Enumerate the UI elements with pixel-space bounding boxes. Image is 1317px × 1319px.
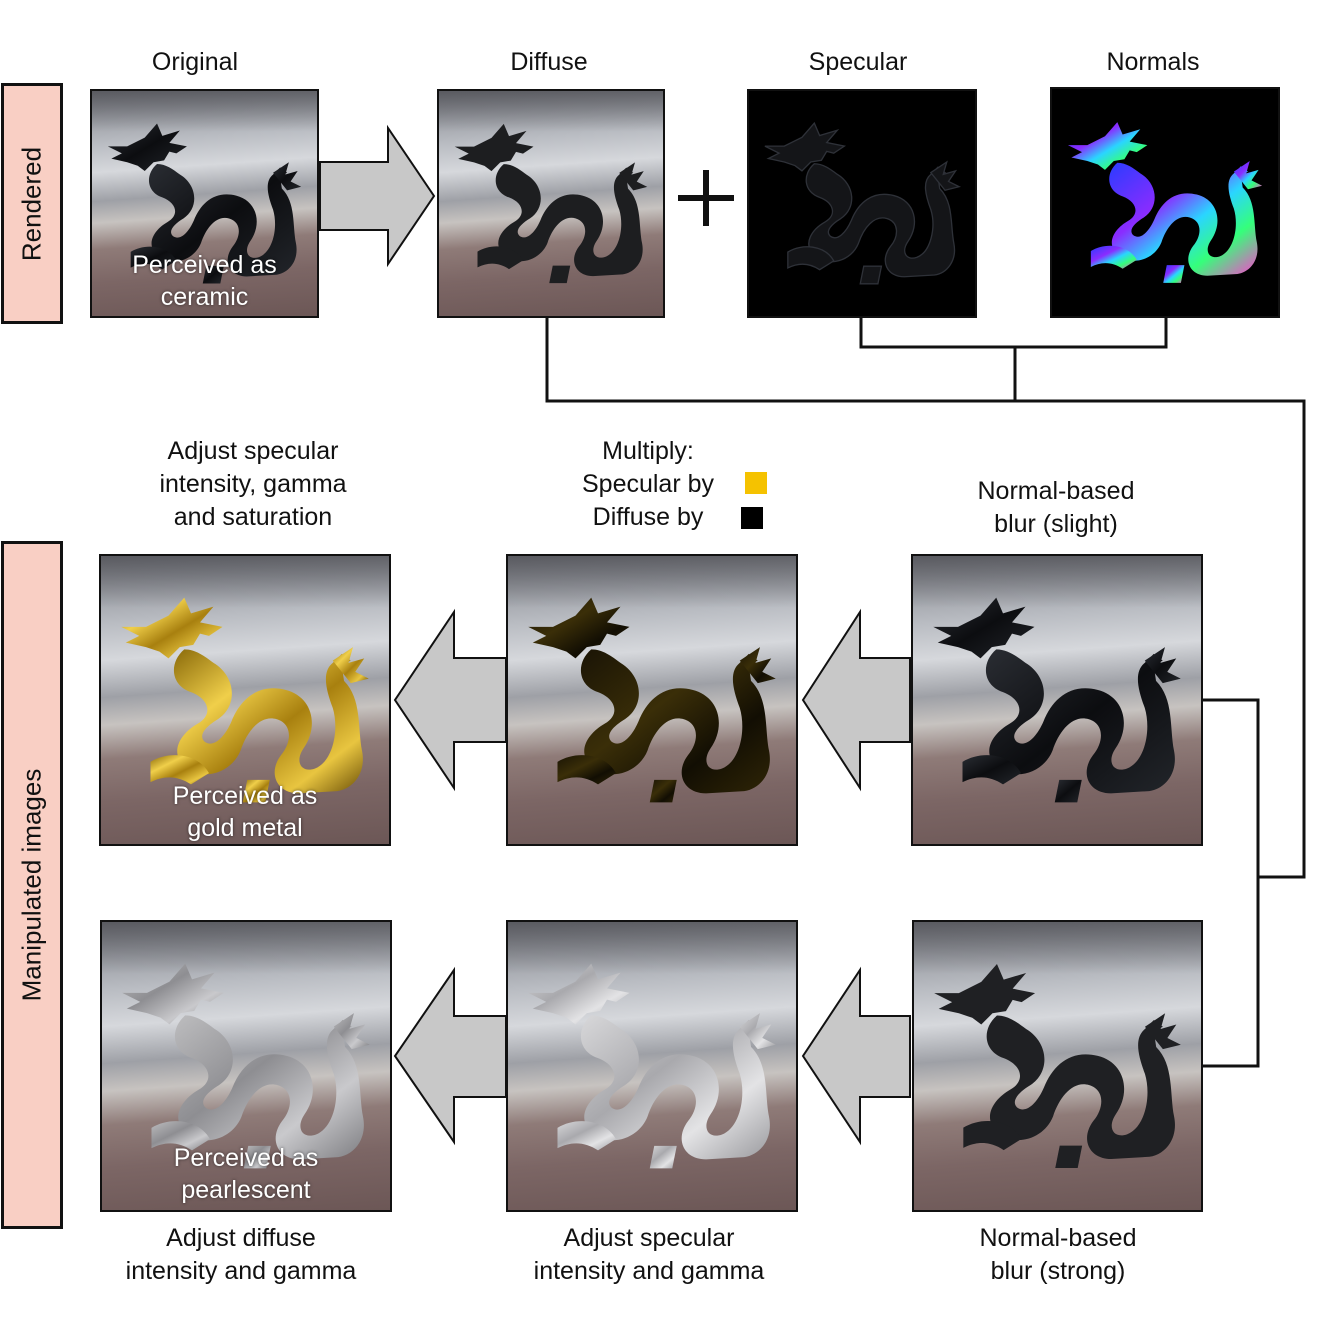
row-label-manipulated-text: Manipulated images <box>16 768 47 1002</box>
caption-line: Adjust specular <box>167 437 339 465</box>
label-gold-line2: gold metal <box>187 814 303 842</box>
caption-blur-strong: Normal-based blur (strong) <box>948 1222 1168 1288</box>
dragon-multiplied-image <box>528 597 776 803</box>
caption-line: Specular by <box>581 470 715 498</box>
plus-icon <box>678 170 734 226</box>
caption-original: Original <box>151 48 239 76</box>
connector-merge <box>545 318 1306 879</box>
gold-swatch <box>745 472 767 494</box>
dragon-normals-image <box>1067 122 1263 283</box>
panel-specular <box>747 89 977 318</box>
label-ceramic-line1: Perceived as <box>132 251 277 279</box>
caption-line: intensity and gamma <box>533 1257 765 1285</box>
panel-pearlescent: Perceived as pearlescent <box>100 920 392 1212</box>
panel-blur-strong <box>912 920 1203 1212</box>
label-pearl-line2: pearlescent <box>181 1176 311 1204</box>
row-label-rendered: Rendered <box>1 83 63 324</box>
caption-normals: Normals <box>1106 48 1200 76</box>
black-swatch <box>741 507 763 529</box>
panel-original: Perceived as ceramic <box>90 89 319 318</box>
caption-line: Normal-based <box>977 477 1135 505</box>
caption-line: blur (strong) <box>990 1257 1126 1285</box>
caption-line: Diffuse by <box>592 503 704 531</box>
caption-adjust-specular: Adjust specular intensity and gamma <box>504 1222 794 1288</box>
connector-spec-normals <box>859 318 1168 349</box>
dragon-specular-image <box>764 122 960 285</box>
caption-line: blur (slight) <box>994 510 1118 538</box>
caption-adjust-diffuse: Adjust diffuse intensity and gamma <box>96 1222 386 1288</box>
panel-diffuse <box>437 89 665 318</box>
label-pearl-line1: Perceived as <box>173 1144 319 1172</box>
caption-line: Adjust diffuse <box>166 1224 316 1252</box>
caption-line: and saturation <box>173 503 333 531</box>
dragon-blur-strong-image <box>934 963 1181 1169</box>
caption-line: Normal-based <box>979 1224 1137 1252</box>
arrow-row3-right <box>801 966 911 1146</box>
panel-silver <box>506 920 798 1212</box>
dragon-silver-image <box>528 963 776 1169</box>
dragon-diffuse-image <box>454 123 648 284</box>
arrow-original-to-diffuse <box>319 124 436 268</box>
label-gold-line1: Perceived as <box>172 782 318 810</box>
arrow-row2-left <box>393 608 507 792</box>
caption-specular: Specular <box>808 48 908 76</box>
arrow-row2-right <box>801 608 911 792</box>
panel-normals <box>1050 87 1280 318</box>
row-label-rendered-text: Rendered <box>16 146 47 261</box>
caption-line: intensity and gamma <box>125 1257 357 1285</box>
panel-multiplied <box>506 554 798 846</box>
panel-blur-slight <box>911 554 1203 846</box>
caption-blur-slight: Normal-based blur (slight) <box>946 475 1166 541</box>
connector-branch <box>1203 698 1260 1068</box>
caption-line: Adjust specular <box>563 1224 735 1252</box>
panel-gold: Perceived as gold metal <box>99 554 391 846</box>
caption-adjust-spec-gamma-sat: Adjust specular intensity, gamma and sat… <box>120 435 386 534</box>
caption-line: intensity, gamma <box>159 470 347 498</box>
dragon-blur-slight-image <box>933 597 1181 803</box>
caption-diffuse: Diffuse <box>510 48 588 76</box>
caption-line: Multiply: <box>602 437 694 465</box>
caption-multiply: Multiply: Specular by Diffuse by <box>552 435 744 534</box>
row-label-manipulated: Manipulated images <box>1 541 63 1229</box>
label-ceramic-line2: ceramic <box>160 283 249 311</box>
arrow-row3-left <box>393 966 507 1146</box>
